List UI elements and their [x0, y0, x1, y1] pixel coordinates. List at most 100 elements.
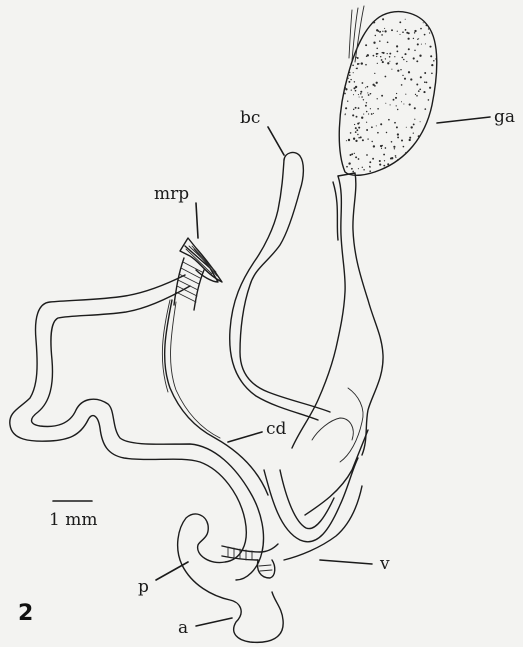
vagina: [284, 430, 368, 560]
stipple-dot: [378, 30, 380, 32]
stipple-dot: [424, 108, 426, 110]
stipple-dot: [431, 64, 433, 66]
stipple-dot: [372, 84, 374, 86]
stipple-dot: [375, 35, 376, 36]
stipple-dot: [368, 113, 369, 114]
scale-bar-label: 1 mm: [49, 510, 97, 530]
stipple-dot: [373, 145, 375, 147]
stipple-dot: [391, 141, 393, 143]
stipple-dot: [379, 160, 381, 162]
stipple-dot: [367, 138, 368, 139]
stipple-dot: [419, 55, 421, 57]
stipple-dot: [385, 76, 387, 78]
stipple-dot: [348, 81, 350, 83]
stipple-dot: [404, 78, 406, 80]
stipple-dot: [382, 31, 383, 32]
stipple-dot: [402, 75, 403, 76]
stipple-dot: [351, 89, 352, 90]
stipple-dot: [414, 50, 415, 51]
stipple-dot: [354, 81, 355, 82]
labels: ga bc mrp cd v p a: [138, 107, 515, 638]
stipple-dot: [358, 94, 359, 95]
stipple-dot: [361, 117, 363, 119]
stipple-dot: [395, 155, 397, 157]
stipple-dot: [396, 105, 397, 106]
stipple-dot: [370, 93, 371, 94]
stipple-dot: [404, 53, 406, 55]
stipple-dot: [397, 136, 399, 138]
stipple-dot: [406, 127, 407, 128]
stipple-dot: [397, 109, 398, 110]
stipple-dot: [429, 87, 431, 89]
stipple-dot: [423, 91, 425, 93]
stipple-dot: [361, 62, 363, 64]
bursa-copulatrix: [230, 153, 330, 420]
stipple-dot: [419, 136, 420, 137]
stipple-dot: [363, 99, 364, 100]
stipple-dot: [428, 28, 429, 29]
stipple-dot: [377, 108, 379, 110]
stipple-dot: [353, 109, 354, 110]
stipple-dot: [387, 53, 388, 54]
stipple-dot: [365, 64, 367, 66]
stipple-dot: [380, 56, 381, 57]
stipple-dot: [355, 131, 357, 133]
stipple-dot: [356, 129, 358, 131]
stipple-dot: [349, 74, 351, 76]
stipple-dot: [358, 107, 360, 109]
stipple-dot: [414, 119, 415, 120]
stipple-dot: [365, 105, 367, 107]
stipple-dot: [354, 124, 355, 125]
stipple-dot: [397, 133, 399, 135]
stipple-dot: [358, 158, 360, 160]
stipple-dot: [409, 104, 411, 106]
stipple-dot: [373, 42, 375, 44]
stipple-dot: [355, 107, 357, 109]
stipple-dot: [430, 55, 432, 57]
stipple-dot: [365, 44, 367, 46]
stipple-dot: [395, 97, 397, 99]
stipple-dot: [396, 45, 398, 47]
stipple-dot: [389, 53, 391, 55]
stipple-dot: [384, 30, 386, 32]
label-v: v: [379, 554, 390, 574]
stipple-dot: [374, 22, 376, 24]
stipple-dot: [425, 43, 426, 44]
stipple-dot: [408, 32, 410, 34]
stipple-dot: [366, 102, 367, 103]
stipple-dot: [363, 114, 364, 115]
stipple-dot: [383, 154, 385, 156]
stipple-dot: [390, 104, 391, 105]
stipple-dot: [368, 94, 370, 96]
stipple-dot: [352, 65, 354, 67]
stipple-dot: [413, 132, 414, 133]
stipple-dot: [365, 87, 366, 88]
stipple-dot: [348, 78, 349, 79]
stipple-dot: [401, 101, 402, 102]
stipple-dot: [387, 163, 389, 165]
stipple-dot: [394, 122, 396, 124]
stipple-dot: [381, 59, 383, 61]
stipple-dot: [405, 29, 406, 30]
stipple-dot: [416, 84, 418, 86]
stipple-dot: [400, 69, 401, 70]
stipple-dot: [353, 94, 354, 95]
label-bc: bc: [240, 108, 260, 128]
stipple-dot: [345, 88, 347, 90]
stipple-dot: [361, 96, 363, 98]
stipple-dot: [366, 55, 368, 57]
stipple-dot: [377, 132, 379, 134]
stipple-dot: [417, 43, 419, 45]
stipple-dot: [418, 90, 420, 92]
leader-a: [196, 618, 232, 626]
stipple-dot: [359, 96, 360, 97]
stipple-dot: [416, 60, 418, 62]
stipple-dot: [382, 61, 384, 63]
stipple-dot: [423, 22, 424, 23]
stipple-dot: [350, 154, 352, 156]
stipple-dot: [385, 103, 386, 104]
stipple-dot: [345, 107, 347, 109]
stipple-dot: [409, 137, 411, 139]
stipple-dot: [399, 21, 401, 23]
